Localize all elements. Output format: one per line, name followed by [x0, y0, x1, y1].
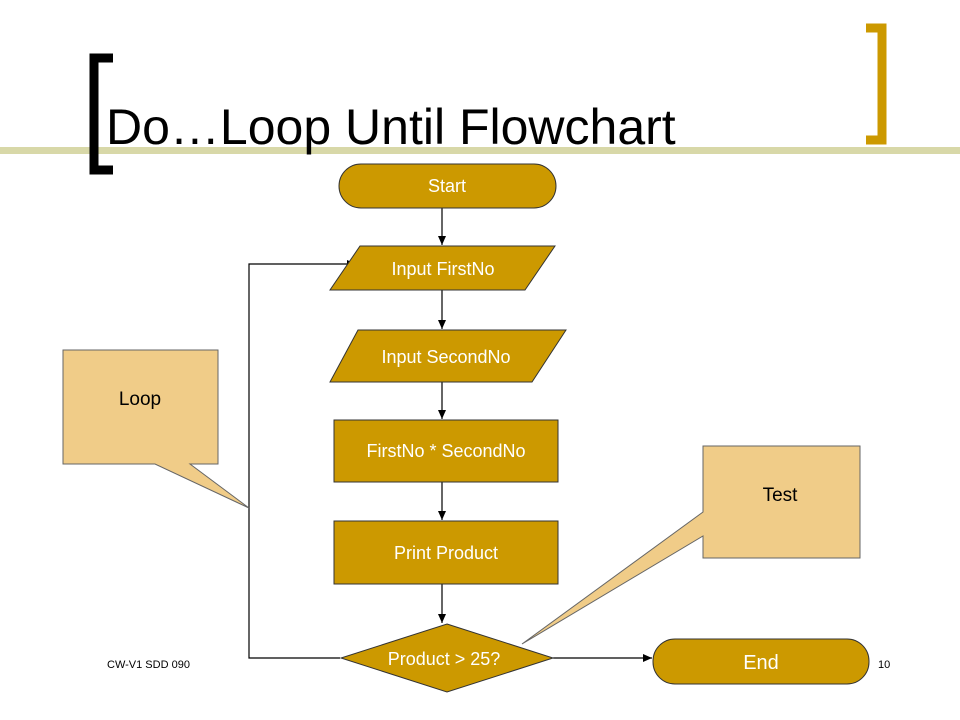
start-label: Start: [428, 176, 466, 196]
footer-left: CW-V1 SDD 090: [107, 659, 190, 671]
input-second-node: [329, 329, 567, 383]
input-second-label: Input SecondNo: [381, 347, 510, 367]
decision-label: Product > 25?: [388, 649, 501, 669]
right-bracket: [866, 23, 887, 145]
loop-back-connector: [248, 260, 356, 659]
start-terminator: [338, 163, 557, 209]
decision-node: [339, 623, 555, 693]
test-callout-label: Test: [763, 485, 799, 506]
page-number: 10: [878, 659, 890, 671]
slide-title: Do…Loop Until Flowchart: [106, 99, 676, 155]
print-process: [333, 520, 559, 585]
title-band: [0, 147, 960, 154]
loop-callout: [62, 349, 250, 509]
test-callout: [521, 445, 861, 645]
multiply-label: FirstNo * SecondNo: [366, 441, 525, 461]
end-label: End: [743, 652, 779, 674]
input-first-node: [329, 245, 556, 291]
end-terminator: [652, 638, 870, 685]
multiply-process: [333, 419, 559, 483]
input-first-label: Input FirstNo: [391, 259, 494, 279]
left-bracket: [89, 53, 113, 175]
print-label: Print Product: [394, 543, 498, 563]
loop-callout-label: Loop: [119, 389, 161, 410]
